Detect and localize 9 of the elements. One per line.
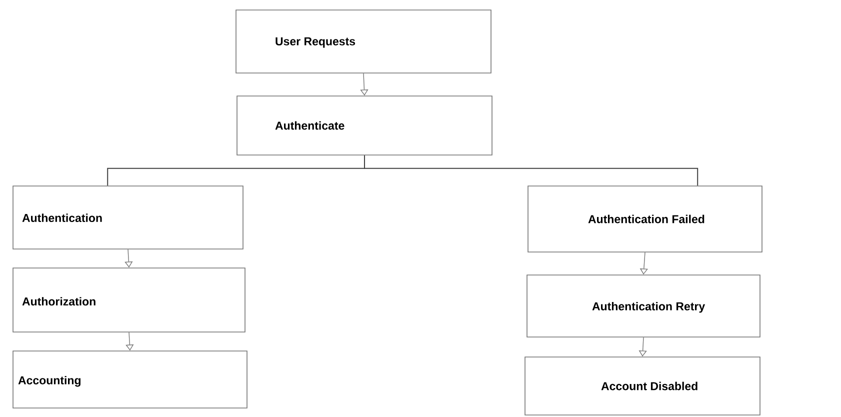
process-box: Authentication Retry: [526, 274, 760, 338]
process-box: Authentication Failed: [528, 186, 762, 252]
process-box: Authenticate: [236, 96, 492, 156]
process-box: Authorization: [12, 268, 246, 332]
process-box: Account Disabled: [524, 356, 760, 416]
process-box: Accounting: [12, 350, 248, 408]
connector-line: [364, 154, 698, 186]
process-box: Authentication: [12, 186, 244, 250]
process-box: User Requests: [236, 10, 492, 74]
